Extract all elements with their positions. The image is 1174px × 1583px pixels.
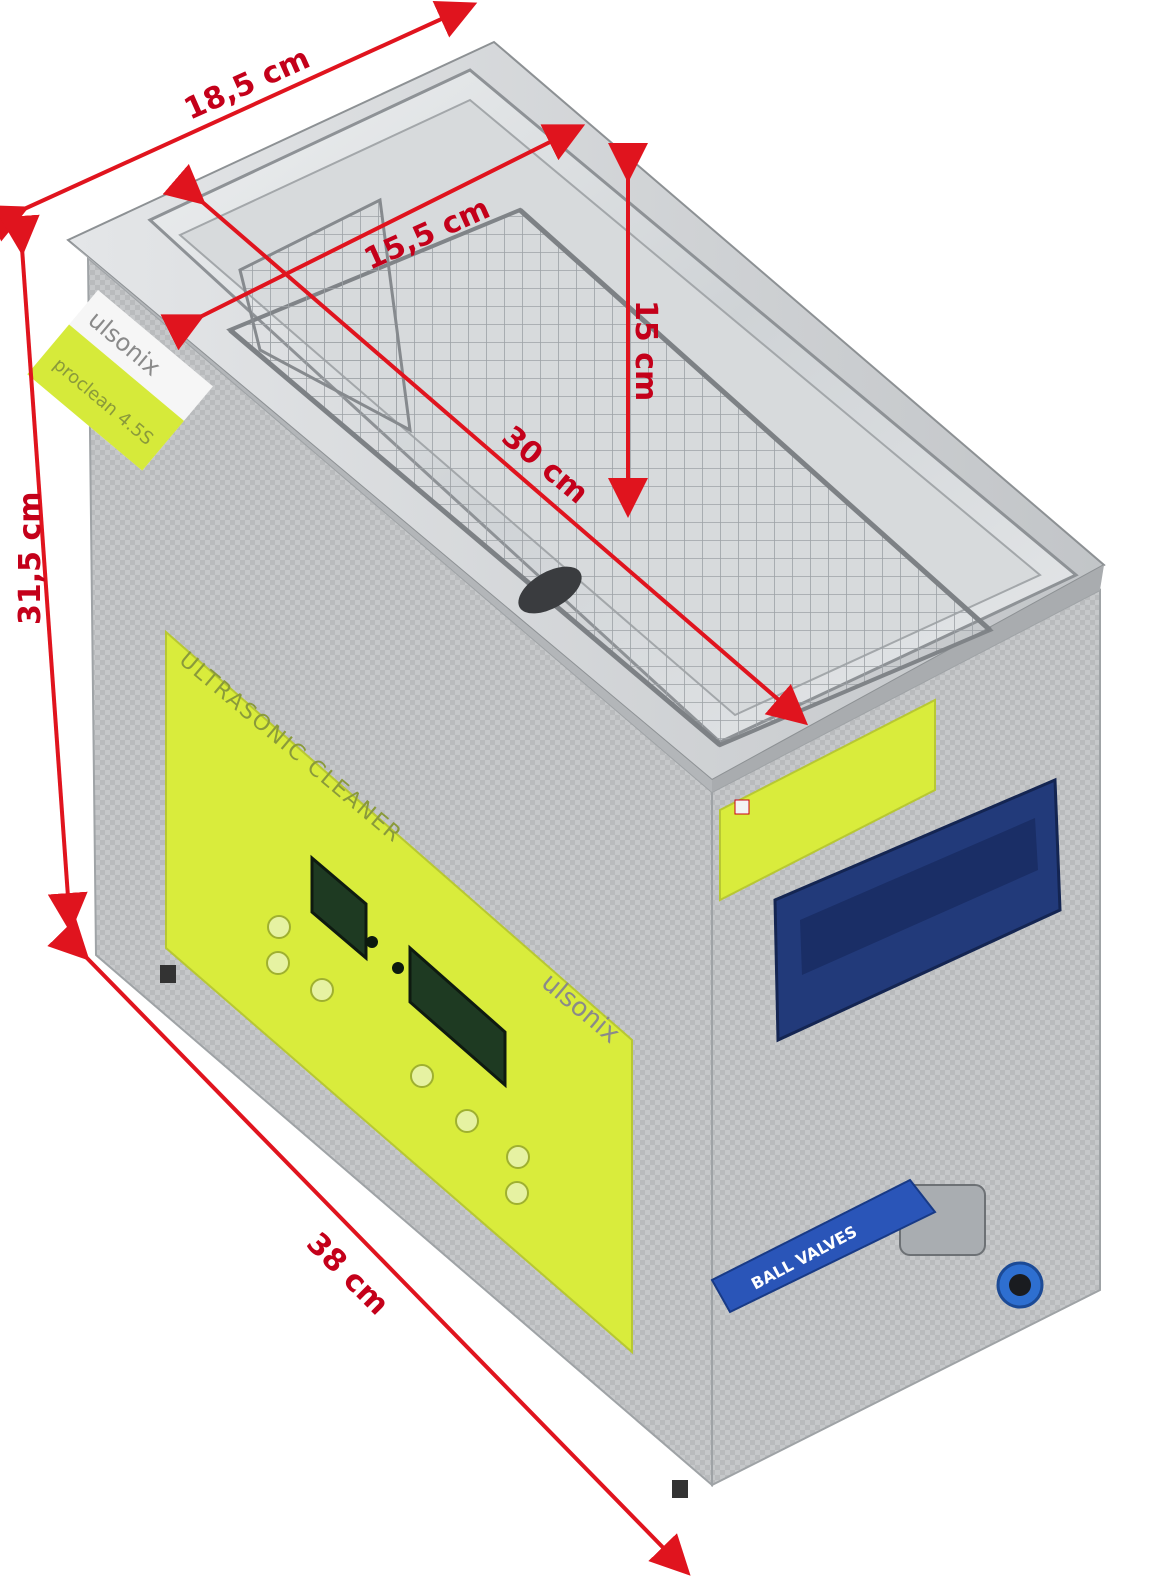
- temp-up-button[interactable]: [267, 915, 291, 939]
- heat-button[interactable]: [310, 978, 334, 1002]
- height-arrow: [0, 214, 88, 933]
- time-up-button[interactable]: [506, 1145, 530, 1169]
- foot: [160, 965, 176, 983]
- dimension-arrows: [0, 1, 809, 1576]
- time-down-button[interactable]: [505, 1181, 529, 1205]
- tank-depth-label: 15 cm: [628, 300, 663, 401]
- side-handle[interactable]: [773, 777, 1062, 1043]
- ultrasonic-button[interactable]: [410, 1064, 434, 1088]
- valve-lever[interactable]: [710, 1178, 937, 1314]
- length-label: 38 cm: [299, 1226, 395, 1322]
- depth-arrow: [0, 1, 478, 242]
- indicator-light: [366, 936, 378, 948]
- indicator-light: [392, 962, 404, 974]
- foot: [672, 1480, 688, 1498]
- degas-button[interactable]: [455, 1109, 479, 1133]
- length-arrow: [47, 918, 691, 1576]
- temp-down-button[interactable]: [266, 951, 290, 975]
- warning-sticker: [719, 698, 936, 902]
- height-label: 31,5 cm: [13, 491, 48, 625]
- tank-length-arrow: [162, 163, 809, 726]
